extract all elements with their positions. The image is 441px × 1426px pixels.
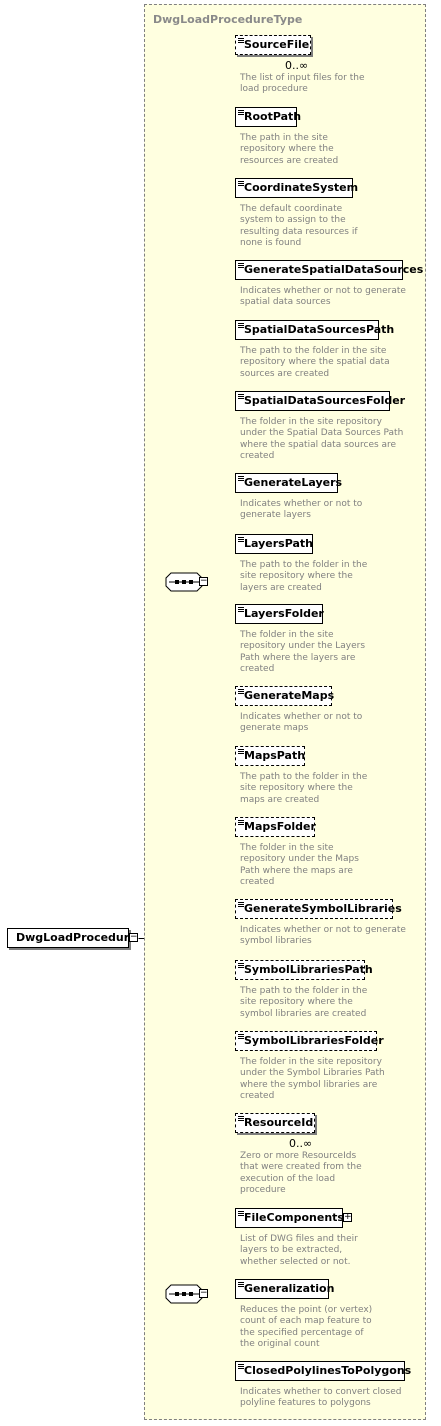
element-description: Indicates whether to convert closed poly… — [240, 1387, 402, 1409]
element-name: SpatialDataSourcesPath — [244, 323, 395, 336]
element-content-icon — [238, 607, 244, 612]
element-box-sourcefile[interactable]: SourceFile — [235, 35, 311, 55]
element-description: List of DWG files and their layers to be… — [240, 1234, 358, 1267]
element-content-icon — [238, 749, 244, 754]
element-description: Indicates whether or not to generate sym… — [240, 925, 406, 947]
element-box-spatialdatasourcesfolder[interactable]: SpatialDataSourcesFolder — [235, 391, 405, 411]
sequence-compositor-icon[interactable] — [165, 572, 203, 592]
complex-type-box: DwgLoadProcedureType — [144, 4, 426, 1420]
element-description: The folder in the site repository under … — [240, 1057, 385, 1101]
element-description: Zero or more ResourceIds that were creat… — [240, 1151, 362, 1195]
element-box-symbollibrariesfolder[interactable]: SymbolLibrariesFolder — [235, 1031, 384, 1051]
element-name: SpatialDataSourcesFolder — [244, 394, 406, 407]
occurrence-label: 0..∞ — [285, 59, 309, 72]
element-box-generatelayers[interactable]: GenerateLayers — [235, 473, 342, 493]
element-name: GenerateSymbolLibraries — [244, 902, 402, 915]
element-box-filecomponents[interactable]: FileComponents — [235, 1208, 344, 1228]
element-box-coordinatesystem[interactable]: CoordinateSystem — [235, 178, 358, 198]
element-content-icon — [238, 1034, 244, 1039]
element-content-icon — [238, 323, 244, 328]
minus-expander-icon[interactable]: − — [129, 932, 138, 942]
element-content-icon — [238, 110, 244, 115]
element-box-resourceid[interactable]: ResourceId — [235, 1113, 315, 1133]
element-name: ClosedPolylinesToPolygons — [244, 1364, 412, 1377]
sequence-compositor-icon[interactable] — [165, 1284, 203, 1304]
element-name: RootPath — [244, 110, 302, 123]
type-name: DwgLoadProcedureType — [153, 13, 303, 26]
element-name: GenerateLayers — [244, 476, 343, 489]
element-description: The path to the folder in the site repos… — [240, 772, 368, 805]
element-description: Indicates whether or not to generate lay… — [240, 499, 363, 521]
element-description: The default coordinate system to assign … — [240, 204, 358, 248]
element-box-symbollibrariespath[interactable]: SymbolLibrariesPath — [235, 960, 373, 980]
element-name: SourceFile — [244, 38, 310, 51]
element-content-icon — [238, 963, 244, 968]
minus-expander-icon[interactable]: − — [199, 576, 208, 586]
element-description: The path in the site repository where th… — [240, 133, 339, 166]
element-name: FileComponents — [244, 1211, 344, 1224]
element-box-layersfolder[interactable]: LayersFolder — [235, 604, 324, 624]
element-box-mapsfolder[interactable]: MapsFolder — [235, 817, 316, 837]
element-box-mapspath[interactable]: MapsPath — [235, 746, 305, 766]
element-description: Indicates whether or not to generate map… — [240, 712, 363, 734]
element-content-icon — [238, 902, 244, 907]
element-box-generatesymbollibraries[interactable]: GenerateSymbolLibraries — [235, 899, 402, 919]
element-name: LayersPath — [244, 537, 313, 550]
element-name: SymbolLibrariesFolder — [244, 1034, 384, 1047]
minus-expander-icon[interactable]: − — [199, 1288, 208, 1298]
element-box-rootpath[interactable]: RootPath — [235, 107, 301, 127]
element-description: The path to the folder in the site repos… — [240, 560, 368, 593]
element-name: CoordinateSystem — [244, 181, 359, 194]
element-name: SymbolLibrariesPath — [244, 963, 373, 976]
element-content-icon — [238, 476, 244, 481]
element-name: LayersFolder — [244, 607, 324, 620]
element-box-spatialdatasourcespath[interactable]: SpatialDataSourcesPath — [235, 320, 394, 340]
element-content-icon — [238, 689, 244, 694]
element-content-icon — [238, 38, 244, 43]
element-box-generatemaps[interactable]: GenerateMaps — [235, 686, 335, 706]
element-description: The path to the folder in the site repos… — [240, 346, 390, 379]
element-box-generalization[interactable]: Generalization — [235, 1279, 334, 1299]
element-content-icon — [238, 1211, 244, 1216]
element-name: MapsPath — [244, 749, 306, 762]
element-name: GenerateMaps — [244, 689, 335, 702]
element-content-icon — [238, 394, 244, 399]
element-name: Generalization — [244, 1282, 335, 1295]
element-content-icon — [238, 1116, 244, 1121]
element-description: The folder in the site repository under … — [240, 417, 404, 461]
element-description: The list of input files for the load pro… — [240, 73, 365, 95]
element-name: ResourceId — [244, 1116, 314, 1129]
plus-expander-icon[interactable]: + — [343, 1212, 352, 1222]
element-content-icon — [238, 1282, 244, 1287]
element-description: The folder in the site repository under … — [240, 630, 366, 674]
element-name: GenerateSpatialDataSources — [244, 263, 424, 276]
element-content-icon — [238, 181, 244, 186]
element-content-icon — [238, 820, 244, 825]
element-box-closedpolylinestopolygons[interactable]: ClosedPolylinesToPolygons — [235, 1361, 411, 1381]
element-description: Reduces the point (or vertex) count of e… — [240, 1305, 373, 1349]
element-name: MapsFolder — [244, 820, 316, 833]
element-content-icon — [238, 537, 244, 542]
root-element-name: DwgLoadProcedure — [16, 931, 137, 944]
root-element-box[interactable]: DwgLoadProcedure — [7, 928, 137, 948]
element-box-layerspath[interactable]: LayersPath — [235, 534, 313, 554]
element-description: The path to the folder in the site repos… — [240, 986, 368, 1019]
element-description: The folder in the site repository under … — [240, 843, 359, 887]
occurrence-label: 0..∞ — [289, 1137, 313, 1150]
element-box-generatespatialdatasources[interactable]: GenerateSpatialDataSources — [235, 260, 423, 280]
element-content-icon — [238, 1364, 244, 1369]
element-content-icon — [238, 263, 244, 268]
element-description: Indicates whether or not to generate spa… — [240, 286, 406, 308]
